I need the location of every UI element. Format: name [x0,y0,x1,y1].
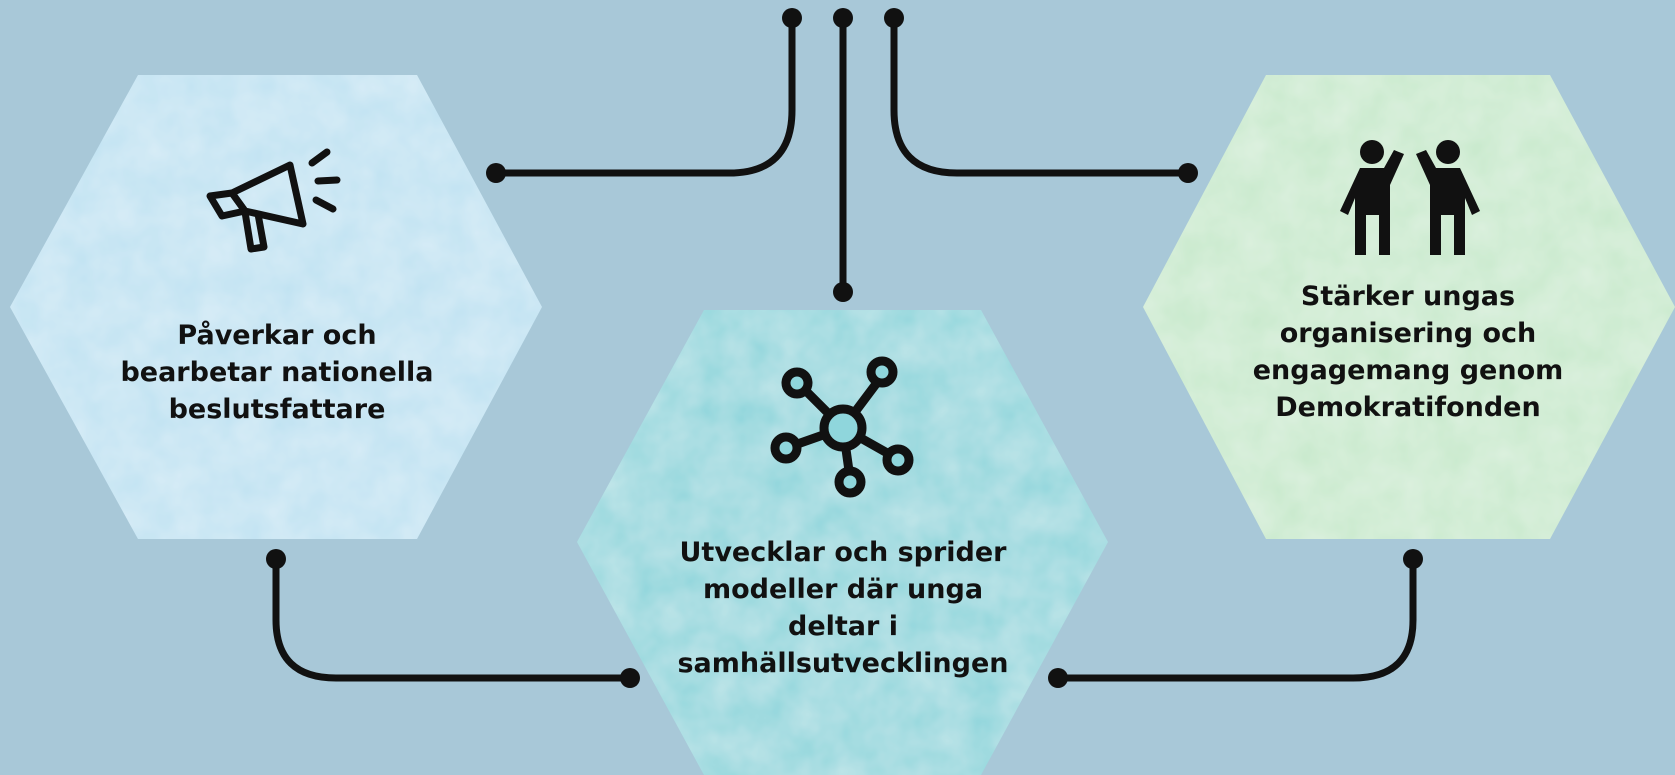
hexagon-center-label-line: deltar i [788,611,898,642]
connector-dot [1178,163,1198,183]
hexagon-left [10,75,542,539]
connector-dot [833,282,853,302]
hexagon-center-label-line: Utvecklar och sprider [679,537,1007,568]
connector-top-right [890,14,1192,177]
connector-dot [1403,549,1423,569]
connector-bottom-right [1054,555,1417,682]
hexagon-center-label-line: modeller där unga [702,574,984,605]
hexagon-right-label-line: engagemang genom [1252,355,1564,386]
connector-bottom-left [272,555,634,682]
hexagon-right-label-line: Stärker ungas [1300,281,1516,312]
hexagon-right-label-line: Demokratifonden [1275,392,1541,423]
connector-top-left [492,14,796,177]
hexagon-left-label-line: beslutsfattare [168,394,386,425]
connector-dot [782,8,802,28]
network-hub-icon [770,356,914,498]
connector-dot [620,668,640,688]
hexagon-right-label-line: organisering och [1279,318,1537,349]
hexagon-center-label-line: samhällsutvecklingen [677,648,1009,679]
people-high-five-icon [1340,140,1480,255]
connector-dot [266,549,286,569]
connector-dots [266,8,1423,688]
hexagon-left-label-line: Påverkar och [177,320,377,351]
hexagon-right [1143,75,1675,539]
megaphone-icon [206,148,341,253]
hexagon-center-label: Utvecklar och sprider modeller där unga … [638,534,1048,682]
connector-lines [272,14,1417,682]
connector-dot [1048,668,1068,688]
hexagon-left-label: Påverkar och bearbetar nationella beslut… [92,317,462,428]
connector-dot [486,163,506,183]
hexagon-right-label: Stärker ungas organisering och engageman… [1208,278,1608,426]
hexagon-left-label-line: bearbetar nationella [120,357,434,388]
connector-dot [884,8,904,28]
hexagon-center [577,310,1108,775]
connector-dot [833,8,853,28]
